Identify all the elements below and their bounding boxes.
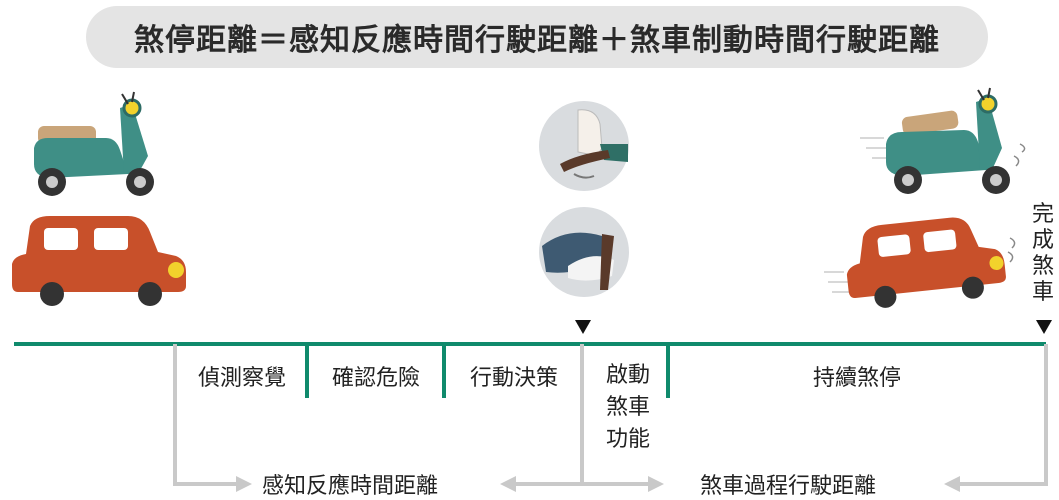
arrow-right	[236, 476, 252, 492]
moving-car-icon	[824, 217, 1016, 308]
segment-detect: 偵測察覺	[197, 366, 286, 391]
title-banner: 煞停距離＝感知反應時間行駛距離＋煞車制動時間行駛距離	[86, 6, 988, 68]
title-text: 煞停距離＝感知反應時間行駛距離＋煞車制動時間行駛距離	[134, 23, 940, 58]
complete-brake-label: 完成煞車	[1031, 202, 1054, 305]
left-bracket	[173, 344, 240, 486]
car-icon	[12, 216, 186, 306]
arrow-left	[500, 476, 516, 492]
segment-decide: 行動決策	[469, 366, 558, 391]
segment-continue-brake: 持續煞停	[812, 366, 901, 391]
foot-brake-icon	[539, 207, 629, 297]
hand-brake-icon	[539, 101, 629, 191]
segment-start-brake: 啟動 煞車 功能	[605, 363, 650, 452]
arrow-left	[944, 476, 960, 492]
arrow-right	[648, 476, 664, 492]
segment-confirm: 確認危險	[331, 366, 420, 391]
moving-scooter-icon	[860, 87, 1026, 194]
braking-distance-label: 煞車過程行駛距離	[700, 474, 877, 499]
start-brake-marker	[575, 320, 591, 334]
complete-brake-marker	[1036, 320, 1052, 334]
perception-distance-label: 感知反應時間距離	[262, 474, 439, 499]
right-bracket	[960, 344, 1048, 486]
scooter-icon	[34, 91, 154, 196]
